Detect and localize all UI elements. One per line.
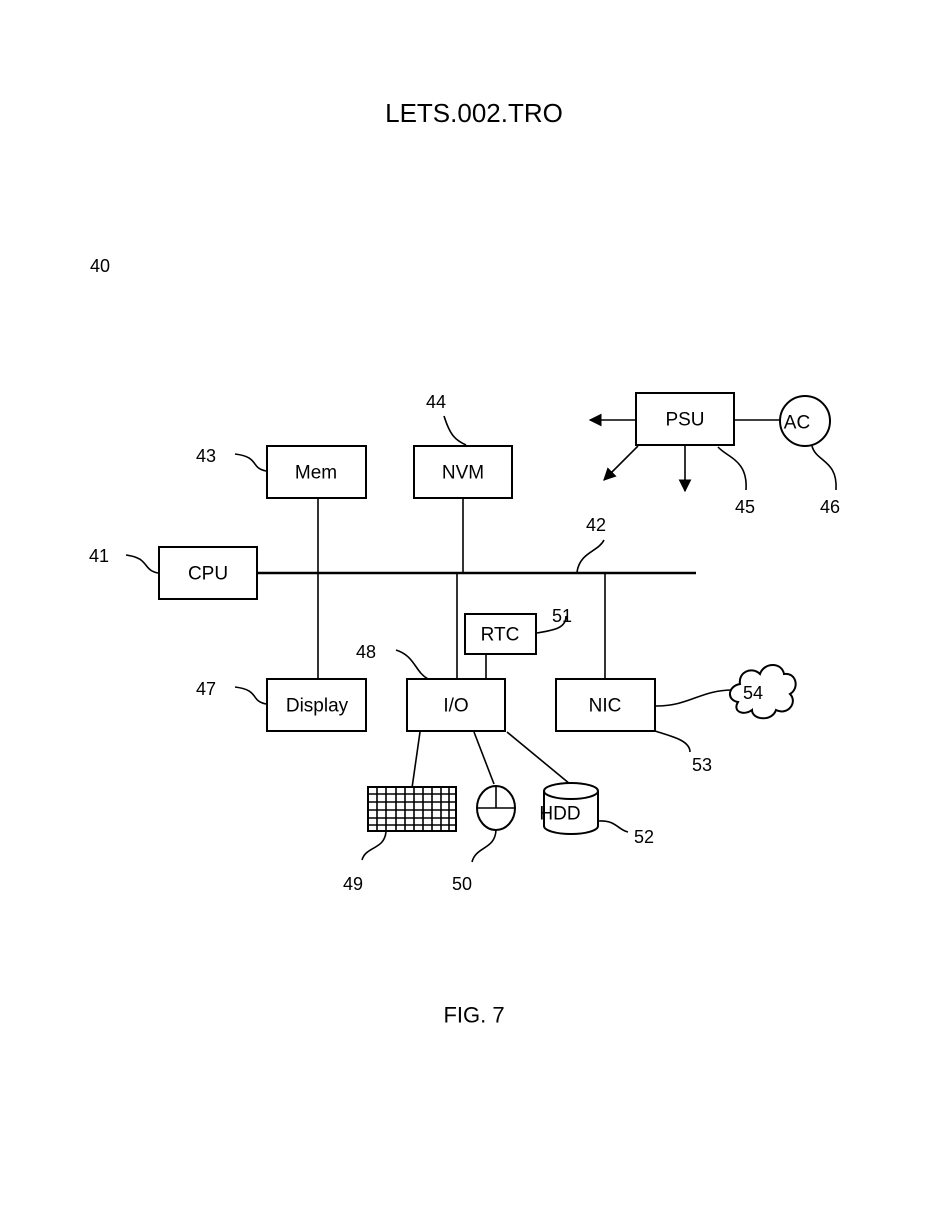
io-keyboard-connector: [412, 732, 420, 788]
nic-ref: 53: [692, 755, 712, 775]
ac-label: AC: [784, 413, 810, 434]
hdd-ref: 52: [634, 827, 654, 847]
document-title: LETS.002.TRO: [385, 98, 563, 128]
figure-caption: FIG. 7: [443, 1003, 504, 1028]
nvm-ref: 44: [426, 392, 446, 412]
network-label: 54: [743, 683, 763, 703]
nic-label: NIC: [589, 696, 622, 717]
mouse-icon: [477, 786, 515, 830]
io-mouse-connector: [474, 732, 494, 784]
mouse-leader: [472, 830, 496, 862]
nvm-label: NVM: [442, 463, 484, 484]
hdd-label: HDD: [539, 804, 580, 825]
display-ref: 47: [196, 679, 216, 699]
cpu-leader: [126, 555, 158, 573]
cpu-label: CPU: [188, 564, 228, 585]
hdd-leader: [599, 821, 628, 832]
rtc-label: RTC: [481, 625, 520, 646]
cpu-ref: 41: [89, 546, 109, 566]
ac-leader: [812, 446, 836, 490]
ac-ref: 46: [820, 497, 840, 517]
figure-ref-40: 40: [90, 256, 110, 276]
psu-leader: [718, 447, 746, 490]
mem-label: Mem: [295, 463, 337, 484]
io-ref: 48: [356, 642, 376, 662]
nvm-leader: [444, 416, 466, 445]
keyboard-leader: [362, 832, 386, 860]
keyboard-ref: 49: [343, 874, 363, 894]
mouse-ref: 50: [452, 874, 472, 894]
bus-leader: [577, 540, 604, 572]
io-hdd-connector: [507, 732, 570, 784]
psu-arrow-diagonal: [604, 446, 638, 480]
psu-ref: 45: [735, 497, 755, 517]
io-leader: [396, 650, 428, 679]
io-label: I/O: [443, 696, 468, 717]
keyboard-icon: [368, 787, 456, 831]
nic-network-connector: [656, 690, 733, 706]
nic-leader: [655, 731, 690, 752]
display-leader: [235, 687, 266, 704]
display-label: Display: [286, 696, 349, 717]
psu-label: PSU: [665, 410, 704, 431]
mem-ref: 43: [196, 446, 216, 466]
rtc-ref: 51: [552, 606, 572, 626]
bus-ref: 42: [586, 515, 606, 535]
mem-leader: [235, 454, 266, 471]
